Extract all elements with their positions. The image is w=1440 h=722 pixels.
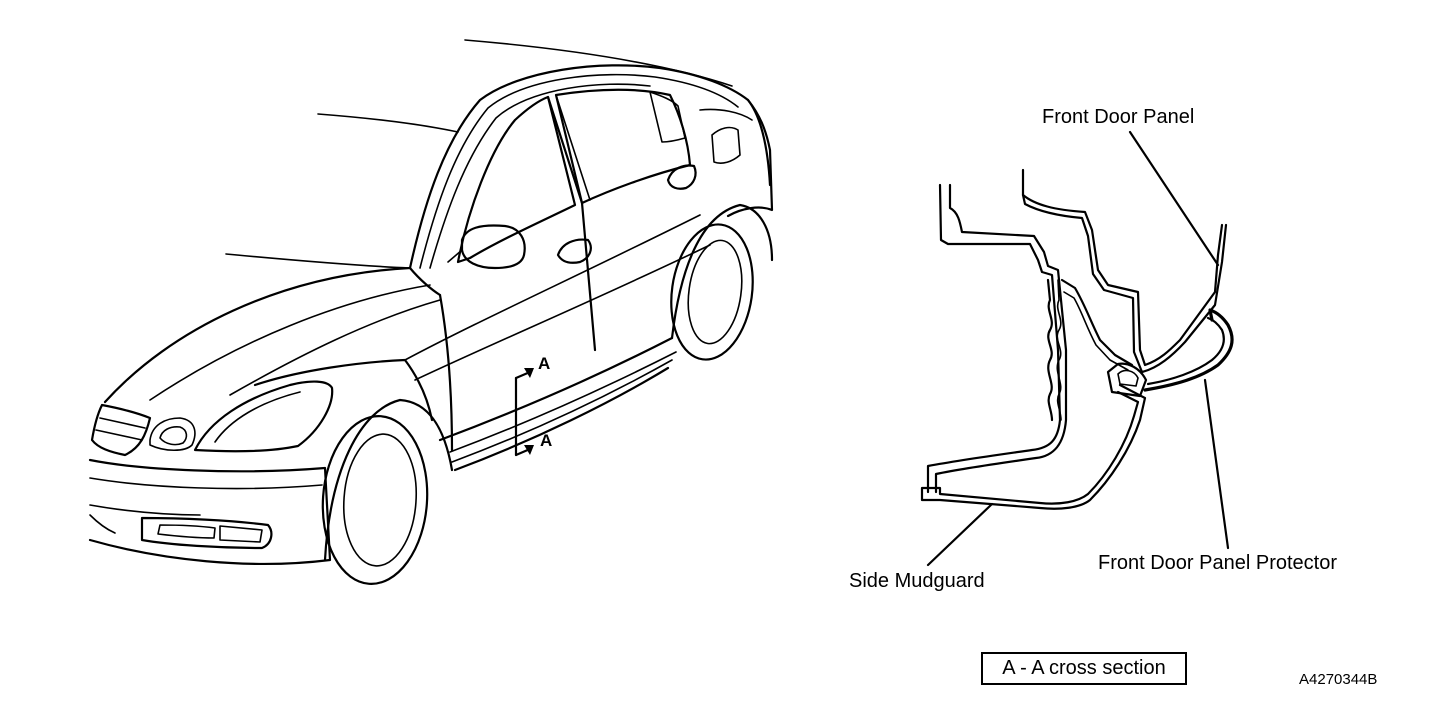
guide-line-middle: [317, 113, 459, 133]
sill-inner-offset: [934, 183, 1068, 494]
rocker-upper: [438, 336, 674, 442]
rocker-lower: [453, 366, 670, 472]
headlight: [193, 380, 334, 453]
roof-inner-1: [419, 73, 739, 269]
label-side-mudguard: Side Mudguard: [849, 570, 985, 592]
fog-pocket-left: [149, 417, 196, 452]
rear-tire: [670, 223, 754, 361]
side-mirror: [460, 224, 526, 270]
sill-seal-wave-offset: [1056, 279, 1062, 421]
rocker-flange-inner: [1063, 291, 1129, 371]
rear-wheel-arch: [670, 203, 774, 340]
bumper-corner: [89, 514, 116, 534]
grille: [90, 403, 152, 457]
rear-rim: [687, 239, 743, 345]
front-bumper: [88, 458, 332, 566]
rocker-middle: [449, 351, 677, 453]
sill-seal-wave: [1046, 278, 1054, 422]
mudguard-clip-outer: [1106, 362, 1148, 398]
cross-section-illustration: [920, 130, 1234, 567]
door-panel-inner: [1021, 193, 1228, 374]
guide-line-top: [464, 39, 733, 87]
bumper-lower-line: [89, 504, 201, 516]
door-panel-protector: [1143, 308, 1234, 392]
leader-door-panel-protector: [1203, 378, 1230, 550]
guide-line-lower: [225, 253, 411, 269]
b-pillar-inner: [555, 94, 591, 201]
roof-inner-2: [429, 83, 651, 269]
grille-bar-1: [99, 417, 146, 429]
b-pillar: [546, 95, 597, 352]
fog-pocket-left-inner: [159, 426, 188, 446]
front-door-front-edge: [438, 293, 454, 452]
door-belt-line: [404, 214, 701, 361]
label-front-door-panel: Front Door Panel: [1042, 106, 1195, 128]
rocker-flange: [1060, 278, 1134, 367]
mirror-stalk: [447, 249, 463, 263]
hood-edge: [103, 266, 412, 404]
a-pillar-base: [408, 266, 442, 297]
cross-section-caption: A - A cross section: [981, 652, 1187, 685]
rear-quarter-glass: [649, 91, 686, 143]
sill-inner-outline: [926, 183, 1062, 494]
front-wheel-arch: [323, 398, 454, 562]
fog-lamp-inner: [157, 524, 216, 539]
label-front-door-panel-protector: Front Door Panel Protector: [1098, 552, 1337, 574]
section-marker-top-label: A: [538, 354, 550, 373]
front-rim: [342, 433, 418, 567]
cross-section-caption-text: A - A cross section: [1002, 657, 1166, 679]
grille-bar-2: [95, 429, 143, 441]
section-marker: A A: [514, 354, 552, 457]
front-fender: [253, 358, 434, 422]
leader-side-mudguard: [926, 502, 994, 567]
hood-crease-1: [149, 284, 431, 401]
door-panel-outer: [1021, 168, 1224, 367]
car-illustration: A A: [88, 39, 774, 585]
door-character-line: [414, 244, 711, 381]
front-door-handle: [556, 238, 592, 264]
headlight-inner: [214, 391, 301, 443]
figure-id: A4270344B: [1299, 671, 1378, 688]
mudguard-clip-inner: [1117, 369, 1139, 387]
trunk-line: [699, 108, 753, 121]
hood-crease-2: [229, 299, 441, 396]
section-marker-bottom-label: A: [540, 431, 552, 450]
section-arrow-bottom-head: [524, 445, 534, 455]
section-arrow-top-head: [524, 368, 534, 378]
door-panel-protector-inner: [1146, 316, 1225, 386]
bumper-crease: [89, 477, 323, 490]
front-tire: [321, 415, 429, 585]
fog-lamp-housing: [140, 516, 273, 550]
rear-pillar: [726, 98, 774, 218]
rear-window-edge: [711, 126, 741, 164]
side-mudguard-body: [920, 383, 1147, 510]
front-window: [456, 95, 577, 264]
fog-lamp-lens: [219, 525, 263, 543]
leader-front-door-panel: [1128, 130, 1220, 267]
rocker-bottom: [451, 359, 673, 463]
rear-door-handle: [666, 164, 697, 190]
